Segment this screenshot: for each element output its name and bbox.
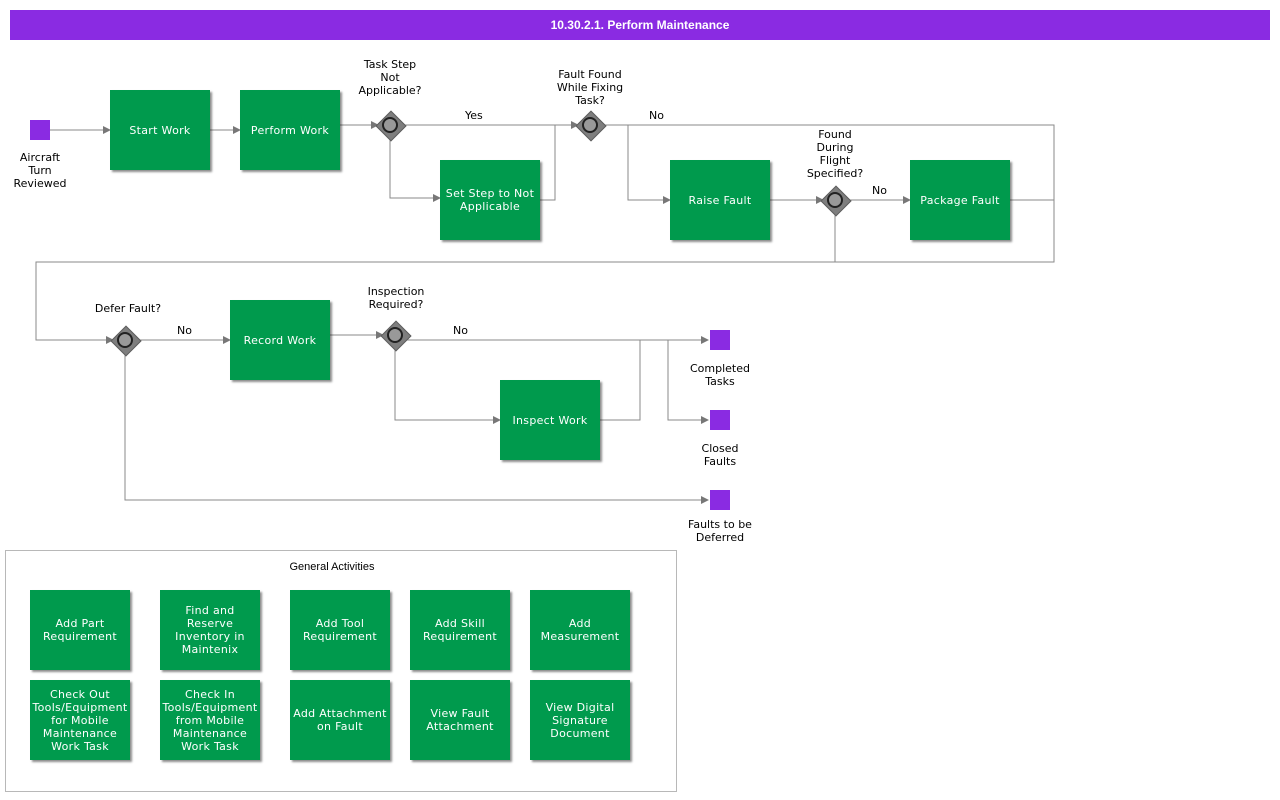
completed-tasks-event[interactable] [710,330,730,350]
closed-faults-event[interactable] [710,410,730,430]
found-during-flight-gateway-marker [827,192,843,208]
start-event[interactable] [30,120,50,140]
general-activities-title: General Activities [289,561,375,573]
flow-gw1-to-setstep [389,137,441,202]
found-during-flight-gateway-label: Found During Flight Specified? [806,128,864,180]
activity-add-skill-requirement[interactable]: Add Skill Requirement [410,590,510,670]
flow-inspect-merge [600,340,641,421]
activity-view-fault-attachment[interactable]: View Fault Attachment [410,680,510,760]
activity-add-part-requirement[interactable]: Add Part Requirement [30,590,130,670]
flow-gw2-to-raise [627,125,671,204]
flow-label-no-fault-found: No [649,109,664,122]
fault-found-gateway-marker [582,117,598,133]
perform-work-task[interactable]: Perform Work [240,90,340,170]
task-step-gateway-marker [382,117,398,133]
task-step-gateway-label: Task Step Not Applicable? [358,58,422,97]
activity-add-measurement[interactable]: Add Measurement [530,590,630,670]
faults-deferred-label: Faults to be Deferred [688,518,752,544]
flow-to-closed [667,340,709,424]
closed-faults-label: Closed Faults [701,442,739,468]
start-event-label: Aircraft Turn Reviewed [13,151,67,190]
set-step-not-applicable-task[interactable]: Set Step to Not Applicable [440,160,540,240]
flow-label-no-inspection: No [453,324,468,337]
defer-fault-gateway-marker [117,332,133,348]
flow-label-yes: Yes [465,109,483,122]
flow-gw2-no [35,124,1055,344]
flow-label-no-flight: No [872,184,887,197]
defer-fault-gateway-label: Defer Fault? [94,302,162,315]
raise-fault-task[interactable]: Raise Fault [670,160,770,240]
flow-label-no-defer: No [177,324,192,337]
faults-deferred-event[interactable] [710,490,730,510]
record-work-task[interactable]: Record Work [230,300,330,380]
flow-setstep-merge [540,125,556,201]
activity-add-tool-requirement[interactable]: Add Tool Requirement [290,590,390,670]
package-fault-task[interactable]: Package Fault [910,160,1010,240]
flow-gw4-defer [124,352,709,504]
diagram-title: 10.30.2.1. Perform Maintenance [10,10,1270,40]
inspection-required-gateway-label: Inspection Required? [367,285,425,311]
inspection-required-gateway-marker [387,327,403,343]
flow-gw5-to-inspect [394,347,501,424]
completed-tasks-label: Completed Tasks [690,362,750,388]
fault-found-gateway-label: Fault Found While Fixing Task? [556,68,624,107]
start-work-task[interactable]: Start Work [110,90,210,170]
activity-check-in-tools[interactable]: Check In Tools/Equipment from Mobile Mai… [160,680,260,760]
inspect-work-task[interactable]: Inspect Work [500,380,600,460]
activity-find-reserve-inventory[interactable]: Find and Reserve Inventory in Maintenix [160,590,260,670]
activity-check-out-tools[interactable]: Check Out Tools/Equipment for Mobile Mai… [30,680,130,760]
activity-view-digital-signature[interactable]: View Digital Signature Document [530,680,630,760]
activity-add-attachment-on-fault[interactable]: Add Attachment on Fault [290,680,390,760]
